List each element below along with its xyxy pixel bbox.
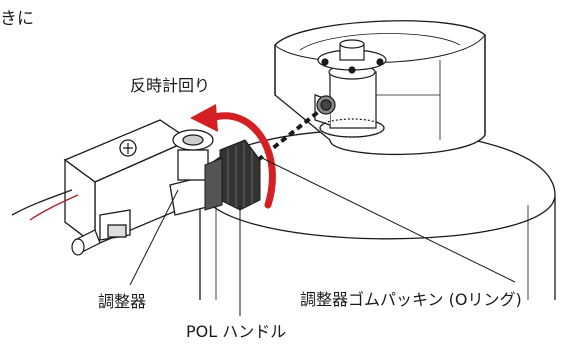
regulator-wires: [11, 189, 79, 221]
cylinder-valve: [314, 39, 387, 138]
rubber-packing-label: 調整器ゴムパッキン (Oリング): [300, 290, 522, 309]
rotation-arrow: [190, 104, 276, 209]
cylinder-top: [199, 129, 556, 240]
gas-cylinder: [199, 129, 556, 300]
leader-lines: [129, 157, 516, 316]
leader-rubber-packing: [261, 157, 516, 283]
pol-cap: [71, 229, 101, 256]
top-text-fragment: きに: [0, 9, 34, 29]
rotation-direction-label: 反時計回り: [130, 76, 211, 95]
pol-handle-label: POL ハンドル: [186, 322, 287, 341]
regulator-label: 調整器: [98, 292, 147, 311]
leader-regulator: [129, 189, 179, 286]
pol-handle: [204, 139, 261, 211]
regulator: [63, 119, 216, 247]
